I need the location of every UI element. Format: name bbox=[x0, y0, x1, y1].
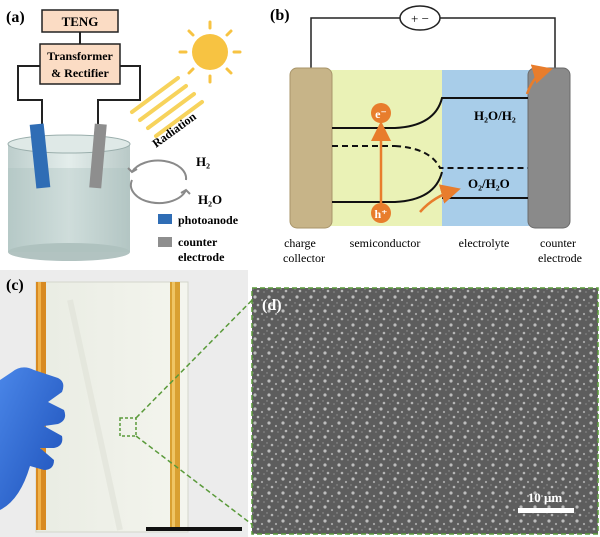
radiation-beams bbox=[130, 76, 204, 138]
right-strip-highlight bbox=[172, 282, 175, 530]
level-bottom-label: O₂/H₂O bbox=[468, 176, 510, 191]
circuit-wire bbox=[310, 17, 556, 70]
panel-c: (c) bbox=[0, 270, 248, 537]
cycle-icon bbox=[127, 159, 191, 205]
h2o-label: H₂O bbox=[198, 192, 222, 207]
transformer-box bbox=[39, 43, 121, 85]
sem-frame bbox=[251, 287, 599, 535]
panel-b: (b) + − e⁻ h⁺ H₂O/H₂ O₂/H₂O charge colle… bbox=[270, 5, 582, 265]
radiation-label: Radiation bbox=[150, 109, 199, 150]
region-counter-2: electrode bbox=[538, 251, 582, 265]
region-semiconductor: semiconductor bbox=[350, 236, 421, 250]
voltmeter bbox=[399, 5, 441, 31]
semiconductor-region bbox=[325, 70, 442, 226]
photoanode-electrode bbox=[29, 123, 51, 189]
region-electrolyte: electrolyte bbox=[459, 236, 510, 250]
panel-b-tag: (b) bbox=[270, 7, 290, 24]
panel-d: (d) 10 μm bbox=[251, 287, 599, 535]
sem-scale-label: 10 μm bbox=[528, 490, 563, 505]
region-charge-collector-1: charge bbox=[284, 236, 316, 250]
panel-a: (a) TENG Transformer & Rectifier bbox=[6, 9, 242, 264]
panel-a-tag: (a) bbox=[6, 9, 25, 26]
photo-scale-bar bbox=[146, 527, 242, 531]
zoom-connector-bottom bbox=[135, 435, 263, 533]
transformer-label-1: Transformer bbox=[47, 49, 113, 63]
wire-left bbox=[17, 65, 43, 130]
hole-transfer-arrow bbox=[419, 184, 461, 213]
valence-band bbox=[332, 171, 443, 203]
hole-icon bbox=[371, 203, 391, 223]
panel-d-tag: (d) bbox=[262, 297, 282, 314]
legend-electrode-label: electrode bbox=[178, 250, 225, 264]
electron-icon bbox=[371, 103, 391, 123]
legend-photoanode-swatch bbox=[158, 214, 172, 224]
zoom-region bbox=[119, 417, 137, 437]
legend-counter-label: counter bbox=[178, 235, 218, 249]
wire-right bbox=[97, 65, 141, 130]
sem-overlay bbox=[252, 288, 598, 534]
sem-image bbox=[252, 288, 598, 534]
counter-electrode bbox=[89, 123, 107, 189]
h2-label: H₂ bbox=[196, 154, 210, 169]
hole-label: h⁺ bbox=[374, 207, 387, 221]
legend-counter-swatch bbox=[158, 237, 172, 247]
teng-label: TENG bbox=[62, 14, 99, 29]
teng-box bbox=[41, 9, 119, 33]
region-charge-collector-2: collector bbox=[283, 251, 325, 265]
region-counter-1: counter bbox=[540, 236, 576, 250]
film-fold bbox=[67, 299, 123, 531]
beaker bbox=[7, 134, 131, 261]
zoom-connector-top bbox=[135, 289, 263, 419]
voltmeter-symbol: + − bbox=[411, 11, 429, 26]
legend-photoanode-label: photoanode bbox=[178, 213, 239, 227]
conduction-band bbox=[332, 97, 528, 129]
glove bbox=[0, 367, 66, 510]
counter-electrode-block bbox=[527, 67, 571, 229]
electron-transfer-arrow bbox=[525, 64, 553, 95]
panel-c-tag: (c) bbox=[6, 277, 24, 294]
electron-label: e⁻ bbox=[375, 107, 387, 121]
transformer-label-2: & Rectifier bbox=[51, 66, 109, 80]
level-top-label: H₂O/H₂ bbox=[474, 108, 516, 123]
charge-collector-block bbox=[289, 67, 333, 229]
sun-icon bbox=[178, 20, 242, 84]
sem-scale-bar bbox=[518, 508, 574, 513]
fermi-level-bend bbox=[394, 145, 528, 169]
